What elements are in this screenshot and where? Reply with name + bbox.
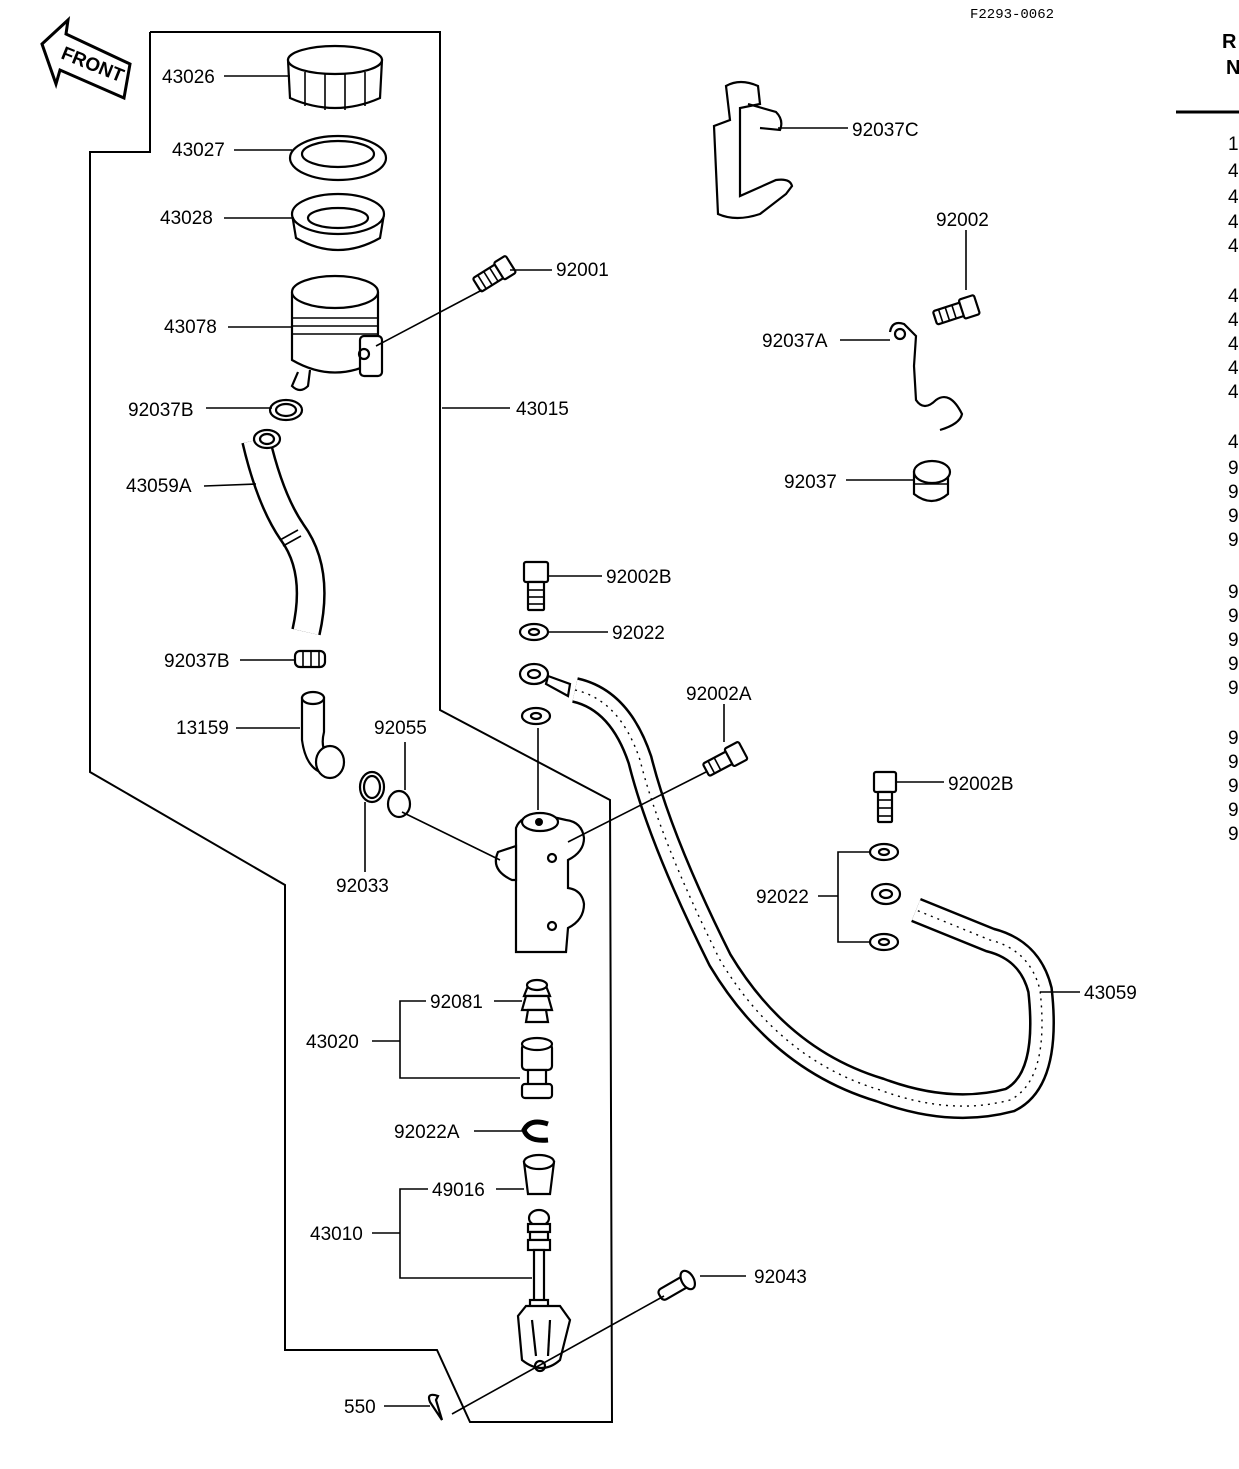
- side-item: 4: [1228, 382, 1239, 403]
- label-92043: 92043: [754, 1267, 807, 1288]
- diaphragm-plate: [288, 134, 388, 182]
- push-rod: [516, 1208, 572, 1373]
- side-list: R N 1 4 4 4 4 4 4 4 4 4 4 9 9 9 9 9 9 9 9 9 9 9 9 9 9: [1176, 31, 1239, 845]
- washer-top-2: [520, 706, 552, 726]
- o-ring: [386, 789, 412, 819]
- brake-hose: [518, 662, 1055, 1120]
- grommet: [912, 459, 952, 503]
- hose-guide-bolt: [702, 741, 749, 777]
- label-43015: 43015: [516, 399, 569, 420]
- part-labels: 43026 43027 43028 43078 92001 92037B 430…: [126, 67, 1137, 1418]
- leader-lines: [203, 75, 1080, 1415]
- side-item: 9: [1228, 458, 1239, 479]
- side-item: 9: [1228, 800, 1239, 821]
- hose-clip-bottom: [293, 649, 327, 669]
- side-item: 4: [1228, 236, 1239, 257]
- reservoir-cap: [286, 44, 384, 110]
- label-92022A: 92022A: [394, 1122, 460, 1143]
- label-13159: 13159: [176, 718, 229, 739]
- side-item: 4: [1228, 286, 1239, 307]
- clevis-pin: [657, 1269, 697, 1301]
- side-header-n: N: [1226, 57, 1239, 79]
- diaphragm: [290, 192, 386, 252]
- diagram-code: F2293-0062: [970, 7, 1054, 23]
- side-item: 4: [1228, 358, 1239, 379]
- reservoir-bolt: [472, 255, 517, 293]
- label-43059: 43059: [1084, 983, 1137, 1004]
- label-550: 550: [344, 1397, 376, 1418]
- front-arrow: FRONT: [40, 16, 132, 101]
- side-item: 9: [1228, 530, 1239, 551]
- side-item: 9: [1228, 776, 1239, 797]
- side-item: 9: [1228, 824, 1239, 845]
- label-43020: 43020: [306, 1032, 359, 1053]
- label-92037B-top: 92037B: [128, 400, 194, 421]
- bracket-bolt: [932, 294, 981, 326]
- label-92022-right: 92022: [756, 887, 809, 908]
- side-item: 9: [1228, 606, 1239, 627]
- label-92022-top: 92022: [612, 623, 665, 644]
- label-43010: 43010: [310, 1224, 363, 1245]
- side-item: 9: [1228, 678, 1239, 699]
- piston-spring: [520, 978, 554, 1024]
- label-92037: 92037: [784, 472, 837, 493]
- cotter-pin: [427, 1393, 444, 1421]
- label-92001: 92001: [556, 260, 609, 281]
- label-92055: 92055: [374, 718, 427, 739]
- side-item: 4: [1228, 187, 1239, 208]
- label-92002: 92002: [936, 210, 989, 231]
- side-item: 9: [1228, 506, 1239, 527]
- label-43059A: 43059A: [126, 476, 192, 497]
- side-item: 4: [1228, 432, 1239, 453]
- side-item: 9: [1228, 482, 1239, 503]
- label-92037A: 92037A: [762, 331, 828, 352]
- side-item: 9: [1228, 752, 1239, 773]
- side-item: 4: [1228, 310, 1239, 331]
- master-cylinder-body: [494, 811, 586, 954]
- circlip: [358, 770, 386, 804]
- washer-right-1: [868, 842, 900, 862]
- hose-clip-top: [268, 398, 304, 422]
- label-92002B-right: 92002B: [948, 774, 1014, 795]
- dust-boot: [522, 1153, 556, 1196]
- side-item: 4: [1228, 334, 1239, 355]
- label-43028: 43028: [160, 208, 213, 229]
- label-92033: 92033: [336, 876, 389, 897]
- hose-clamp-bracket: [712, 80, 794, 220]
- washer-right-2: [868, 932, 900, 952]
- hose-elbow-fitting: [300, 690, 346, 780]
- side-header-r: R: [1222, 31, 1237, 53]
- label-92002A: 92002A: [686, 684, 752, 705]
- side-item: 9: [1228, 728, 1239, 749]
- washer-top-1: [518, 622, 550, 642]
- side-item: 9: [1228, 630, 1239, 651]
- label-43078: 43078: [164, 317, 217, 338]
- label-92037B-bottom: 92037B: [164, 651, 230, 672]
- label-92037C: 92037C: [852, 120, 919, 141]
- hose-guide: [888, 321, 964, 432]
- label-49016: 49016: [432, 1180, 485, 1201]
- side-item: 9: [1228, 654, 1239, 675]
- piston: [520, 1036, 554, 1100]
- label-43026: 43026: [162, 67, 215, 88]
- side-item-list: 1 4 4 4 4 4 4 4 4 4 4 9 9 9 9 9 9 9 9 9 9 9 9 9 9: [1228, 134, 1239, 845]
- reservoir-hose: [241, 428, 326, 636]
- banjo-bolt-top: [522, 560, 550, 612]
- reservoir-tank: [290, 274, 384, 392]
- label-43027: 43027: [172, 140, 225, 161]
- side-item: 4: [1228, 212, 1239, 233]
- assembly-outline: [89, 31, 614, 1423]
- side-item: 4: [1228, 161, 1239, 182]
- retaining-clip: [521, 1119, 549, 1143]
- banjo-bolt-right: [872, 770, 898, 824]
- label-92002B-top: 92002B: [606, 567, 672, 588]
- side-item: 1: [1228, 134, 1239, 155]
- side-item: 9: [1228, 582, 1239, 603]
- label-92081: 92081: [430, 992, 483, 1013]
